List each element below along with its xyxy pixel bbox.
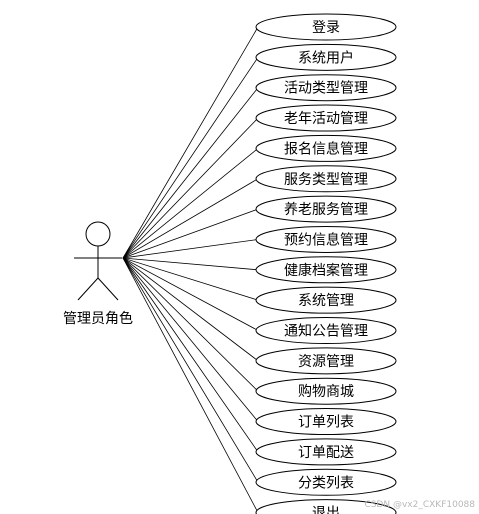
use-case-ellipse [255,347,397,375]
use-case-label: 健康档案管理 [284,262,368,279]
use-case-label: 分类列表 [298,475,354,491]
use-case-label: 服务类型管理 [284,172,368,188]
use-case-label: 预约信息管理 [284,231,368,248]
use-case: 通知公告管理 [255,317,397,344]
use-case-ellipse [255,104,397,132]
use-case-label: 活动类型管理 [284,81,368,97]
association-line [122,178,259,259]
use-case: 退出 [255,499,397,514]
use-case-label: 通知公告管理 [284,323,368,340]
use-case-ellipse [255,195,397,223]
use-case-label: 资源管理 [298,354,354,370]
use-case: 服务类型管理 [255,165,397,193]
use-case-ellipse [255,317,397,344]
association-line [122,57,259,259]
use-case-ellipse [255,408,397,436]
use-case: 报名信息管理 [255,134,397,162]
use-case-label: 订单列表 [298,415,354,431]
actor-label: 管理员角色 [63,310,133,327]
association-line [122,239,259,259]
use-case-ellipse [255,74,397,102]
actor-head [85,221,111,247]
association-line [122,257,259,301]
use-case-ellipse [255,225,397,253]
association-line [122,87,259,259]
use-case-ellipse [255,438,397,466]
use-case-label: 登录 [312,20,340,36]
use-case-ellipse [255,256,397,284]
use-case: 老年活动管理 [255,104,397,132]
association-line [122,257,259,513]
association-line [122,257,259,453]
use-case-label: 老年活动管理 [284,111,368,127]
actor-left-leg [77,277,99,301]
use-case-list: 登录系统用户活动类型管理老年活动管理报名信息管理服务类型管理养老服务管理预约信息… [255,13,397,514]
association-line [122,257,259,331]
use-case: 分类列表 [255,468,397,496]
actor-right-leg [97,277,119,301]
watermark: CSDN @vx2_CXKF10088 [364,500,475,510]
use-case-ellipse [255,286,397,314]
use-case-ellipse [255,499,397,514]
use-case: 登录 [255,13,397,41]
use-case-label: 报名信息管理 [284,140,368,157]
association-lines [122,26,259,513]
association-line [122,26,259,259]
use-case: 系统管理 [255,286,397,314]
use-case-ellipse [255,43,397,71]
use-case: 系统用户 [255,43,397,71]
use-case: 预约信息管理 [255,225,397,253]
association-line [122,117,259,259]
use-case: 订单配送 [255,438,397,466]
use-case-label: 退出 [312,506,340,514]
use-case: 健康档案管理 [255,256,397,284]
use-case-ellipse [255,13,397,41]
use-case-ellipse [255,468,397,496]
association-line [122,257,259,392]
use-case: 订单列表 [255,408,397,436]
use-case-ellipse [255,377,397,405]
actor-administrator: 管理员角色 [63,221,133,327]
association-line [122,257,259,483]
use-case-label: 系统管理 [298,293,354,309]
use-case: 购物商城 [255,377,397,405]
use-case: 资源管理 [255,347,397,375]
association-line [122,257,259,422]
use-case-label: 购物商城 [298,384,354,400]
use-case-label: 养老服务管理 [284,202,368,218]
association-line [122,148,259,259]
use-case: 养老服务管理 [255,195,397,223]
use-case-ellipse [255,134,397,162]
association-line [122,257,259,362]
use-case-label: 系统用户 [298,49,354,66]
use-case-label: 订单配送 [298,445,354,461]
use-case-ellipse [255,165,397,193]
use-case: 活动类型管理 [255,74,397,102]
association-line [122,257,259,271]
association-line [122,208,259,259]
